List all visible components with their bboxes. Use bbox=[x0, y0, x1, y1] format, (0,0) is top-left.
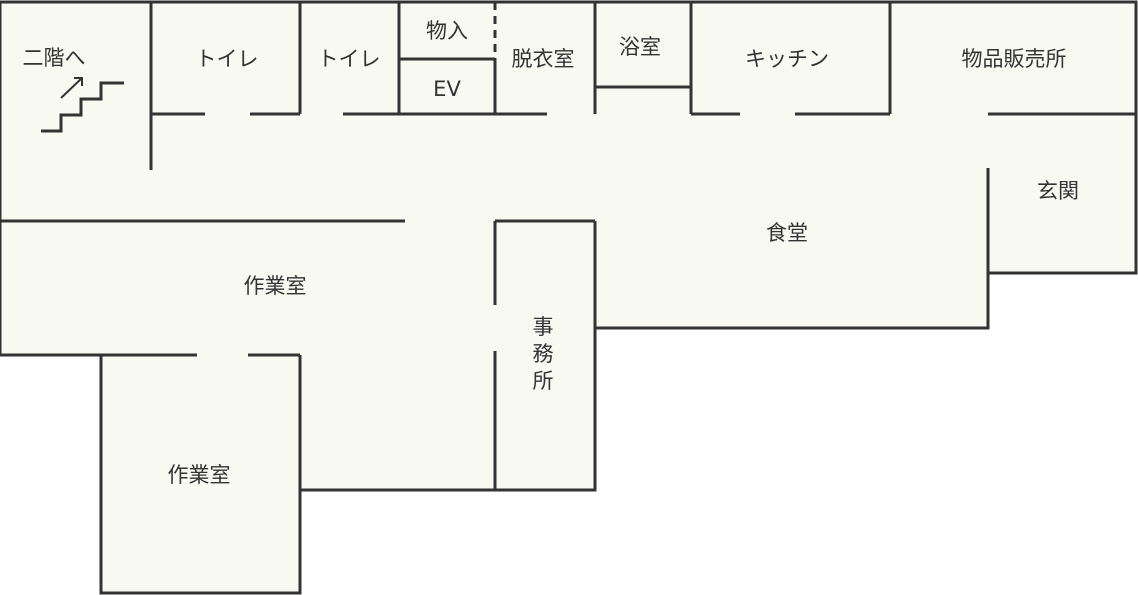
room-label-bathroom: 浴室 bbox=[619, 35, 661, 59]
room-label-toilet-1: トイレ bbox=[196, 47, 259, 71]
room-label-storage: 物入 bbox=[426, 19, 468, 43]
arrow-up-right-icon bbox=[60, 77, 83, 99]
room-label-kitchen: キッチン bbox=[745, 47, 829, 71]
room-label-workroom-1: 作業室 bbox=[244, 274, 307, 298]
room-label-office: 事務所 bbox=[533, 315, 554, 393]
room-label-stairs-up: 二階へ bbox=[23, 46, 86, 70]
room-label-workroom-2: 作業室 bbox=[168, 463, 231, 487]
room-label-ev: EV bbox=[433, 77, 461, 101]
room-label-entrance: 玄関 bbox=[1037, 179, 1079, 203]
room-label-dressing-room: 脱衣室 bbox=[512, 47, 575, 71]
room-label-toilet-2: トイレ bbox=[318, 47, 381, 71]
stairs-icon bbox=[41, 81, 124, 133]
interior-walls bbox=[0, 2, 1136, 490]
room-label-dining: 食堂 bbox=[766, 221, 808, 245]
room-label-shop: 物品販売所 bbox=[962, 47, 1067, 71]
